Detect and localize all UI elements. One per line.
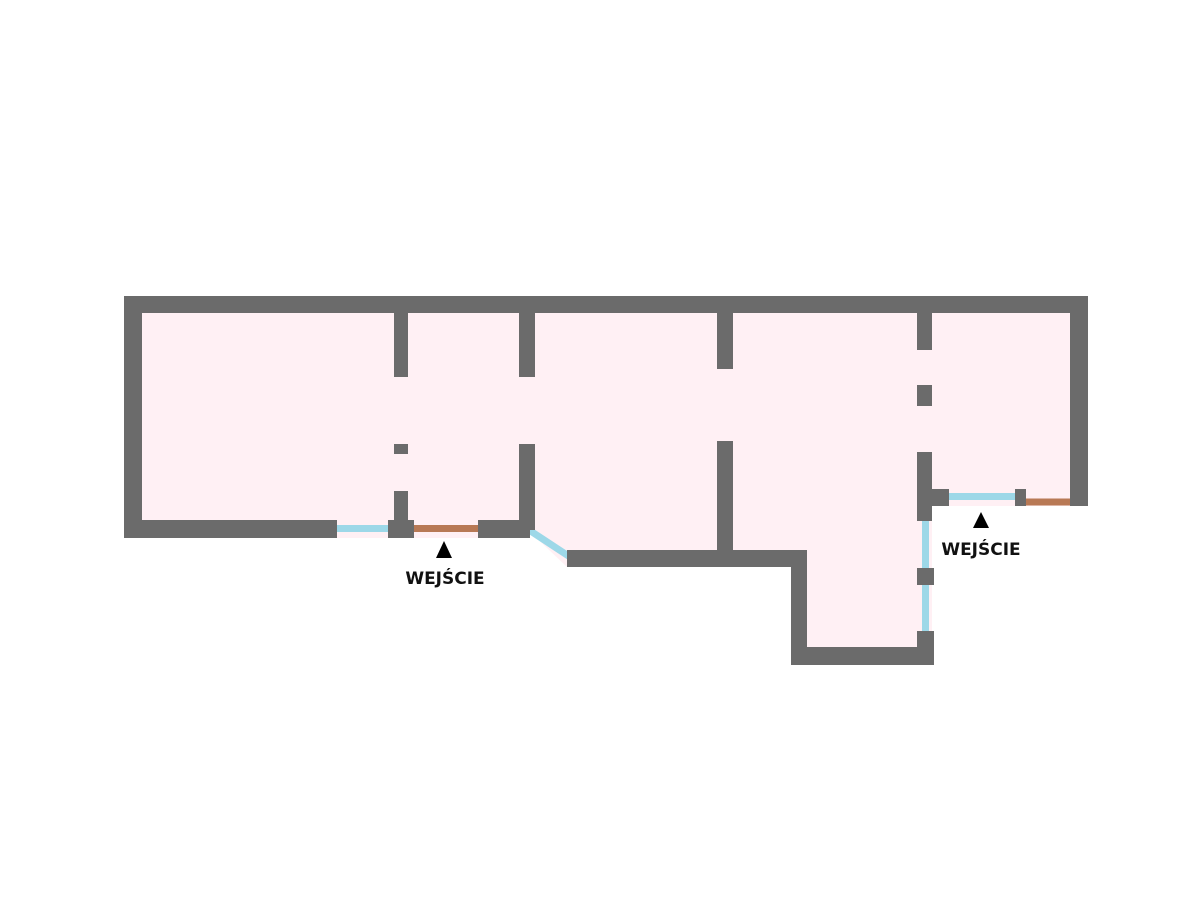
arrow-up-icon	[436, 541, 452, 558]
entrance-label: WEJŚCIE	[405, 567, 484, 589]
entrance-marker-2: WEJŚCIE	[941, 512, 1021, 560]
entrance-marker-1: WEJŚCIE	[405, 541, 485, 589]
walls	[124, 296, 1088, 665]
floor-area	[124, 296, 1088, 665]
entrance-label: WEJŚCIE	[941, 538, 1020, 560]
arrow-up-icon	[973, 512, 989, 528]
window	[527, 527, 572, 560]
